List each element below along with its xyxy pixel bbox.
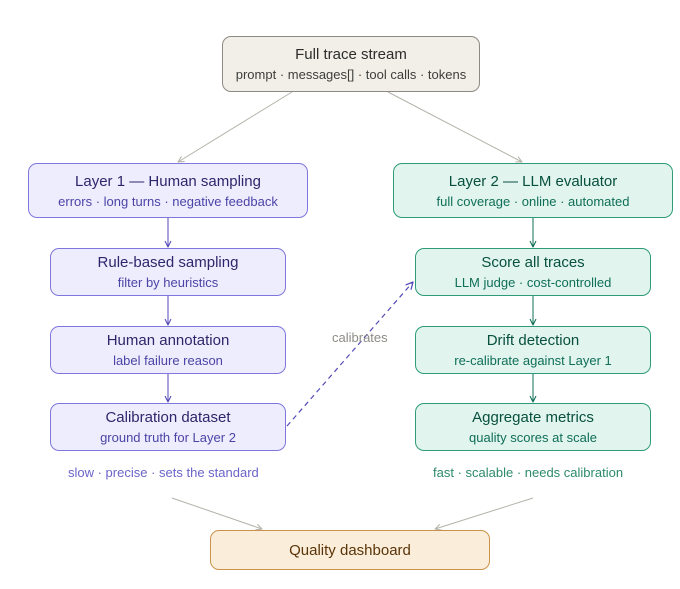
node-subtitle: re-calibrate against Layer 1 <box>454 353 612 368</box>
edge-layer2-to-dashboard <box>434 497 534 531</box>
edge-trace-to-layer2 <box>387 91 523 163</box>
edge-trace-to-layer1 <box>177 91 293 163</box>
node-title: Rule-based sampling <box>97 254 239 271</box>
node-drift-detection: Drift detection re-calibrate against Lay… <box>415 326 651 374</box>
node-title: Human annotation <box>106 332 230 349</box>
node-title: Drift detection <box>486 332 580 349</box>
node-layer2-llm-evaluator: Layer 2 — LLM evaluator full coverage · … <box>393 163 673 218</box>
node-title: Aggregate metrics <box>472 409 594 426</box>
node-subtitle: ground truth for Layer 2 <box>100 430 236 445</box>
node-title: Quality dashboard <box>289 541 411 559</box>
node-human-annotation: Human annotation label failure reason <box>50 326 286 374</box>
layer1-summary: slow · precise · sets the standard <box>68 465 259 480</box>
node-title: Layer 1 — Human sampling <box>75 172 261 190</box>
node-calibration-dataset: Calibration dataset ground truth for Lay… <box>50 403 286 451</box>
calibrates-label: calibrates <box>332 330 388 345</box>
node-rule-based-sampling: Rule-based sampling filter by heuristics <box>50 248 286 296</box>
node-subtitle: LLM judge · cost-controlled <box>454 275 612 290</box>
node-title: Score all traces <box>481 254 585 271</box>
node-subtitle: label failure reason <box>113 353 223 368</box>
layer2-summary: fast · scalable · needs calibration <box>433 465 624 480</box>
node-title: Full trace stream <box>295 46 407 63</box>
node-aggregate-metrics: Aggregate metrics quality scores at scal… <box>415 403 651 451</box>
node-title: Layer 2 — LLM evaluator <box>448 172 618 190</box>
node-subtitle: full coverage · online · automated <box>436 193 630 209</box>
node-subtitle: filter by heuristics <box>117 275 219 290</box>
node-full-trace-stream: Full trace stream prompt · messages[] · … <box>222 36 480 92</box>
node-title: Calibration dataset <box>105 409 231 426</box>
node-subtitle: quality scores at scale <box>469 430 597 445</box>
node-subtitle: errors · long turns · negative feedback <box>58 193 278 209</box>
node-score-all-traces: Score all traces LLM judge · cost-contro… <box>415 248 651 296</box>
node-quality-dashboard: Quality dashboard <box>210 530 490 570</box>
edge-calibrates-dashed <box>286 281 414 427</box>
edge-layer1-to-dashboard <box>171 497 263 531</box>
node-layer1-human-sampling: Layer 1 — Human sampling errors · long t… <box>28 163 308 218</box>
node-subtitle: prompt · messages[] · tool calls · token… <box>235 67 467 82</box>
